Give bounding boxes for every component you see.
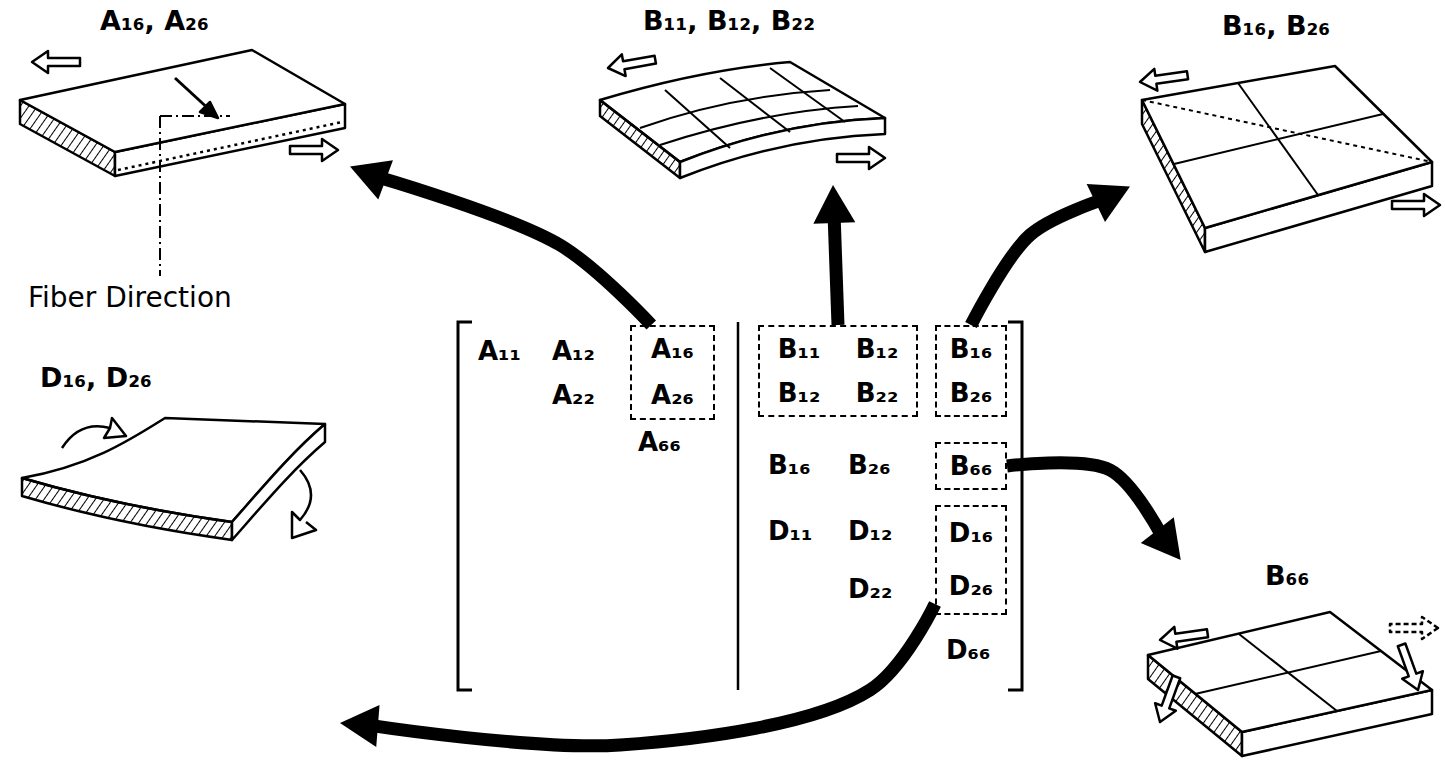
coupling-group-box: A₁₆ A₂₆ bbox=[630, 325, 715, 420]
matrix-entry: A₁₆ bbox=[651, 335, 694, 364]
node-content: B₆₆ bbox=[937, 444, 1005, 488]
arrow-head bbox=[1141, 517, 1181, 560]
matrix-entry: B₁₆ bbox=[768, 451, 811, 480]
node-content: B₁₁ B₁₂ B₁₂ B₂₂ bbox=[760, 327, 916, 415]
node-content: B₁₆, B₂₆ bbox=[1130, 10, 1440, 255]
arrow-head bbox=[1087, 184, 1130, 222]
deformation-illustration: A₁₆, A₂₆ bbox=[8, 5, 350, 195]
matrix-entry: B₁₆ bbox=[950, 335, 993, 364]
coupling-group-box: B₁₁ B₁₂ B₁₂ B₂₂ bbox=[758, 325, 918, 417]
matrix-entry: A₆₆ bbox=[638, 428, 681, 457]
matrix-entry: D₂₂ bbox=[848, 575, 892, 604]
matrix-bracket bbox=[458, 322, 472, 690]
arrow-head bbox=[340, 705, 380, 747]
deformation-illustration: B₁₆, B₂₆ bbox=[1130, 10, 1440, 255]
matrix-entry: B₂₆ bbox=[848, 451, 891, 480]
node-content: A₁₆ A₂₆ bbox=[632, 327, 713, 418]
matrix-entry: B₂₆ bbox=[950, 379, 993, 408]
coupling-arrow bbox=[813, 185, 855, 325]
bending-shear-plate bbox=[1138, 64, 1440, 252]
node-content: D₁₆ D₂₆ bbox=[937, 507, 1005, 613]
coupling-arrow bbox=[340, 604, 935, 747]
matrix-entry: B₁₂ bbox=[778, 379, 821, 408]
coupling-arrow bbox=[1007, 463, 1181, 560]
coupling-group-box: B₆₆ bbox=[935, 442, 1007, 490]
arrow-shaft bbox=[1007, 463, 1162, 536]
node-content: D₁₆, D₂₆ bbox=[10, 362, 340, 742]
node-content: B₁₁, B₁₂, B₂₂ bbox=[585, 5, 895, 185]
matrix-bracket bbox=[1008, 322, 1022, 690]
arrow-shaft bbox=[834, 215, 838, 325]
matrix-entry: D₁₆ bbox=[949, 519, 993, 548]
illustration-heading: D₁₆, D₂₆ bbox=[40, 362, 340, 394]
arrow-shaft bbox=[370, 604, 935, 746]
illustration-heading: B₁₆, B₂₆ bbox=[1222, 10, 1440, 42]
arrow-head bbox=[350, 160, 393, 199]
deformation-illustration: B₆₆ bbox=[1135, 560, 1440, 758]
coupling-group-box: D₁₆ D₂₆ bbox=[935, 505, 1007, 615]
matrix-entry: A₁₁ bbox=[478, 337, 521, 366]
matrix-entry: B₁₁ bbox=[778, 335, 821, 364]
matrix-entry: B₁₂ bbox=[856, 335, 899, 364]
matrix-entry: A₂₂ bbox=[552, 381, 595, 410]
shear-coupling-plate bbox=[20, 50, 345, 276]
in-plane-shear-plate bbox=[1148, 612, 1438, 756]
matrix-entry: A₂₆ bbox=[651, 381, 694, 410]
matrix-separator bbox=[737, 322, 740, 690]
matrix-entry: D₆₆ bbox=[946, 636, 990, 665]
arrow-shaft bbox=[971, 200, 1103, 325]
matrix-entry: A₁₂ bbox=[552, 337, 595, 366]
arrow-shaft bbox=[378, 177, 651, 325]
coupling-group-box: B₁₆ B₂₆ bbox=[935, 325, 1007, 417]
bending-extension-plate bbox=[600, 49, 885, 178]
illustration-heading: A₁₆, A₂₆ bbox=[100, 5, 350, 37]
matrix-entry: B₂₂ bbox=[856, 379, 899, 408]
coupling-arrow bbox=[350, 160, 651, 325]
twisting-plate bbox=[22, 418, 325, 540]
node-content: B₁₆ B₂₆ bbox=[937, 327, 1005, 415]
coupling-arrow bbox=[971, 184, 1130, 325]
deformation-illustration: B₁₁, B₁₂, B₂₂ bbox=[585, 5, 895, 185]
matrix-entry: D₂₆ bbox=[949, 572, 993, 601]
node-content: B₆₆ bbox=[1135, 560, 1440, 758]
matrix-entry: D₁₂ bbox=[848, 517, 892, 546]
matrix-entry: B₆₆ bbox=[950, 452, 993, 481]
fiber-direction-label: Fiber Direction bbox=[28, 283, 232, 314]
arrow-head bbox=[813, 185, 855, 224]
deformation-illustration: D₁₆, D₂₆ bbox=[10, 362, 340, 742]
matrix-entry: D₁₁ bbox=[768, 517, 812, 546]
node-content: A₁₆, A₂₆ bbox=[8, 5, 350, 195]
illustration-heading: B₁₁, B₁₂, B₂₂ bbox=[643, 5, 895, 37]
illustration-heading: B₆₆ bbox=[1265, 560, 1440, 592]
